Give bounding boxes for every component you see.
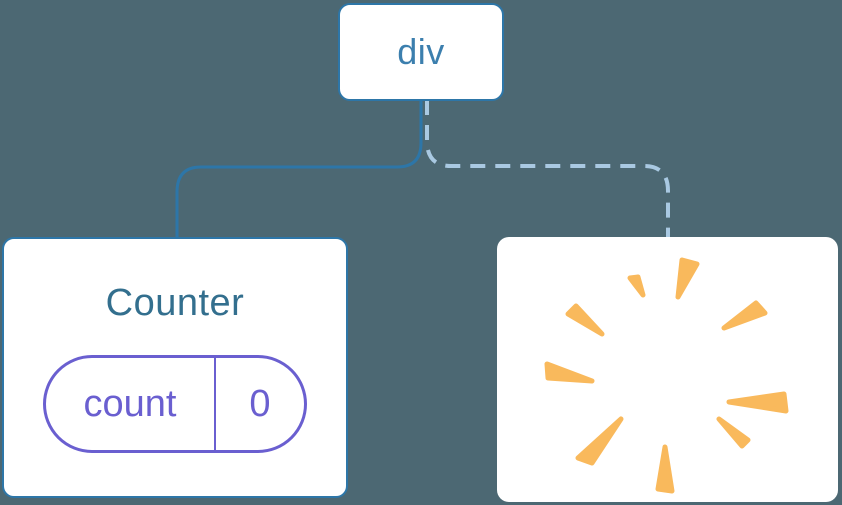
state-pill-name: count [46, 358, 216, 450]
node-div: div [338, 3, 504, 101]
dashed-connection-line [425, 100, 670, 238]
state-pill: count 0 [43, 355, 307, 453]
state-pill-value: 0 [249, 382, 271, 425]
node-div-label: div [397, 31, 445, 72]
node-removed [497, 237, 838, 502]
node-counter: Counter count 0 [2, 237, 348, 498]
solid-connection-line [175, 100, 423, 238]
counter-title: Counter [105, 282, 245, 324]
sparkle-burst-icon [544, 257, 789, 494]
